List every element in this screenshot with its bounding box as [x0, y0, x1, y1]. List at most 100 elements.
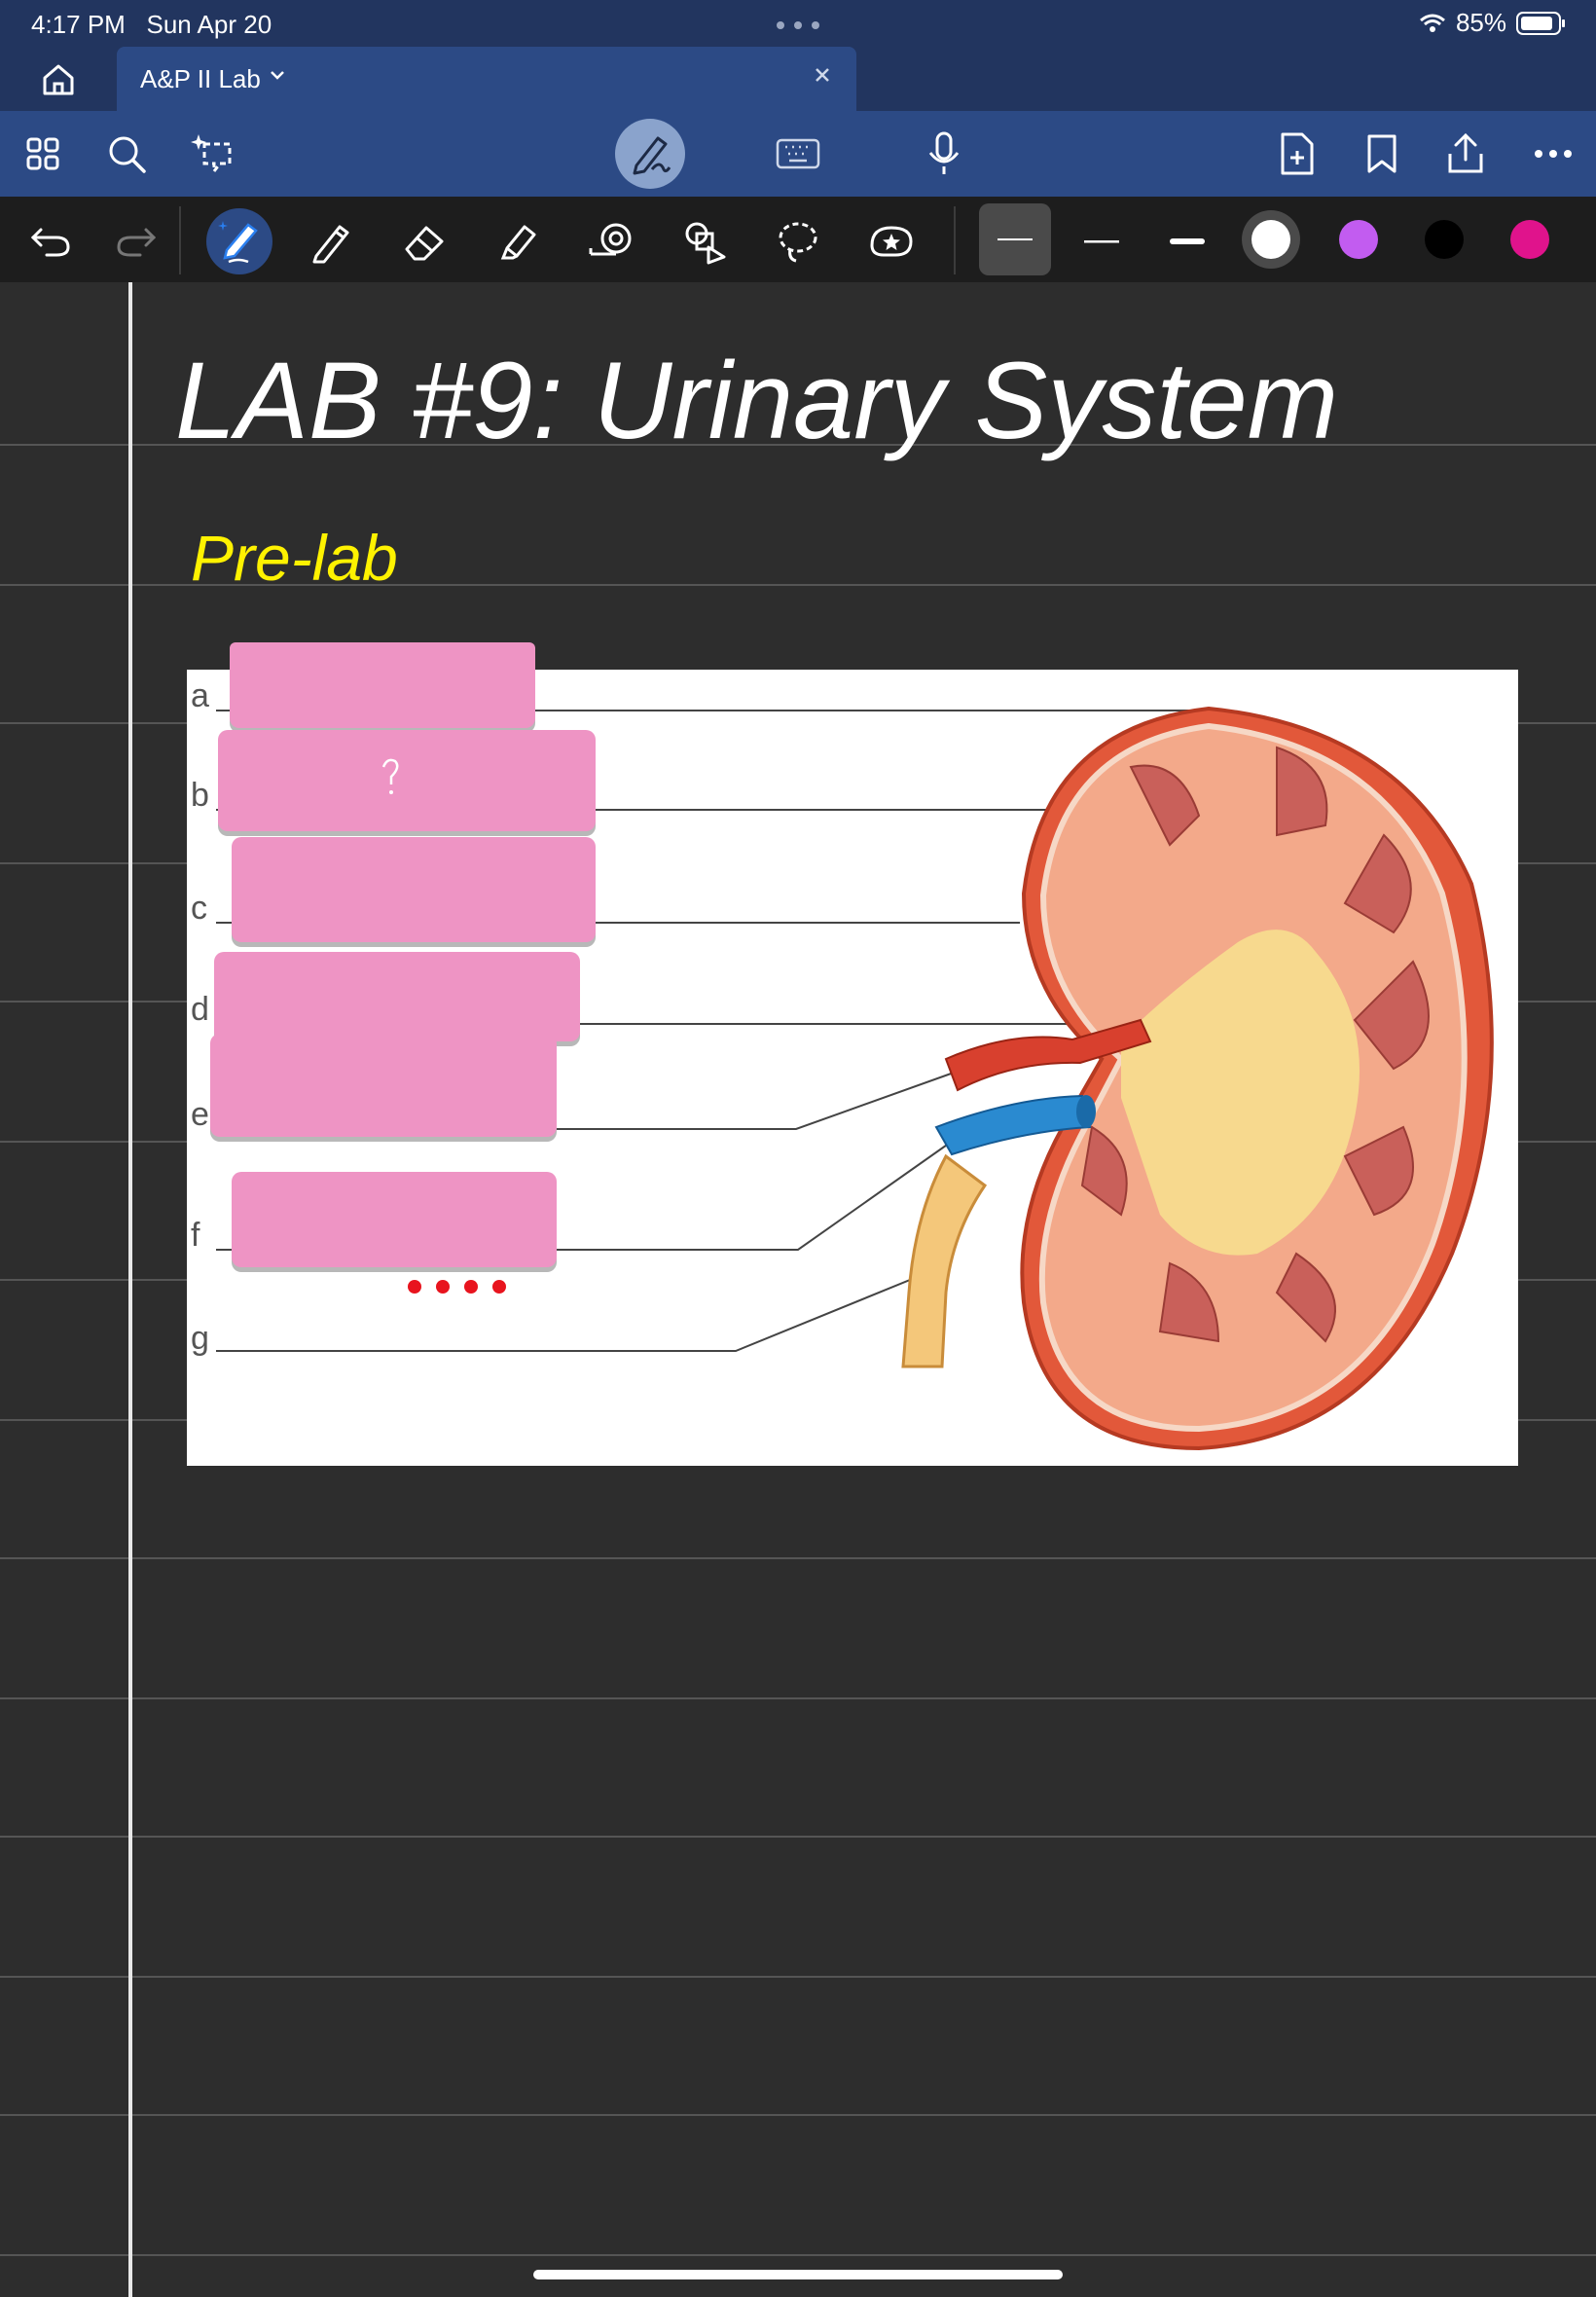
home-icon [43, 64, 74, 95]
label-cover-strip[interactable] [210, 1034, 557, 1137]
shapes-tool-button[interactable] [677, 214, 732, 269]
kidney-diagram[interactable]: a b c d e f g [187, 642, 1518, 1466]
close-icon[interactable] [812, 64, 833, 86]
ai-select-button[interactable] [191, 130, 237, 177]
more-button[interactable] [1530, 130, 1577, 177]
bookmark-icon [1367, 134, 1396, 173]
ruled-line [0, 584, 1596, 586]
renal-pelvis [1121, 930, 1360, 1256]
shapes-icon [685, 222, 726, 265]
elements-tool-button[interactable] [864, 214, 919, 269]
stroke-thin-icon [998, 238, 1033, 240]
redo-button[interactable] [109, 214, 163, 269]
drawing-toolbar [0, 197, 1596, 282]
label-a: a [191, 677, 209, 714]
home-indicator[interactable] [533, 2270, 1063, 2279]
red-dots-doodle [408, 1280, 506, 1294]
highlighter-icon [500, 225, 536, 260]
color-magenta-swatch[interactable] [1510, 220, 1549, 259]
tab-title: A&P II Lab [140, 64, 261, 93]
highlighter-tool-button[interactable] [490, 214, 545, 269]
lasso-tool-button[interactable] [771, 214, 825, 269]
stroke-medium-icon [1084, 240, 1119, 243]
microphone-icon [928, 131, 960, 174]
pencil-icon [312, 225, 349, 264]
redo-icon [117, 228, 157, 257]
bookmark-button[interactable] [1359, 130, 1405, 177]
renal-artery [944, 1018, 1152, 1092]
pencil-tool-button[interactable] [304, 214, 358, 269]
ruled-line [0, 444, 1596, 446]
svg-text:LAB #9: Urinary System: LAB #9: Urinary System [175, 340, 1338, 461]
pen-icon [218, 221, 258, 264]
tape-icon [589, 223, 632, 256]
multitasking-dots-icon[interactable] [775, 18, 821, 35]
sticker-star-icon [870, 226, 913, 257]
label-e: e [191, 1096, 209, 1133]
eraser-icon [405, 226, 444, 261]
label-cover-strip[interactable] [230, 642, 535, 728]
search-icon [109, 136, 146, 173]
label-g: g [191, 1320, 209, 1357]
pen-write-icon [633, 136, 671, 175]
undo-button[interactable] [23, 214, 78, 269]
sparkle-lasso-icon [191, 134, 232, 176]
microphone-button[interactable] [921, 130, 967, 177]
battery-percent: 85% [1455, 8, 1506, 37]
handwritten-title: LAB #9: Urinary System [175, 340, 1338, 461]
pen-tool-button[interactable] [206, 208, 272, 274]
tab-document[interactable]: A&P II Lab [117, 47, 856, 111]
stroke-medium-button[interactable] [1074, 214, 1129, 269]
label-cover-strip[interactable] [232, 1172, 557, 1267]
keyboard-button[interactable] [775, 130, 821, 177]
more-icon [1535, 150, 1572, 158]
label-f: f [191, 1217, 200, 1254]
label-cover-strip[interactable] [214, 952, 580, 1041]
stroke-thick-icon [1170, 238, 1205, 244]
ruled-line [0, 2114, 1596, 2116]
tape-tool-button[interactable] [584, 214, 638, 269]
ureter [901, 1153, 988, 1368]
status-time: 4:17 PM Sun Apr 20 [31, 10, 272, 39]
ruled-line [0, 2254, 1596, 2256]
selected-color-dot [1251, 220, 1290, 259]
stroke-thick-button[interactable] [1160, 214, 1215, 269]
wifi-icon [1419, 14, 1445, 32]
battery-icon [1516, 11, 1565, 35]
color-black-swatch[interactable] [1425, 220, 1464, 259]
status-bar: 4:17 PM Sun Apr 20 85% [0, 0, 1596, 47]
pen-mode-button[interactable] [615, 119, 685, 189]
home-button[interactable] [35, 60, 82, 99]
ruled-line [0, 1697, 1596, 1699]
status-right: 85% [1419, 8, 1567, 38]
eraser-tool-button[interactable] [397, 214, 452, 269]
search-button[interactable] [103, 130, 150, 177]
ruled-line [0, 1976, 1596, 1978]
label-cover-strip[interactable] [232, 837, 596, 942]
notebook-page[interactable]: LAB #9: Urinary System Pre-lab a b c d e… [0, 282, 1596, 2297]
handwritten-prelab: Pre-lab [191, 522, 398, 594]
share-button[interactable] [1442, 130, 1489, 177]
add-page-button[interactable] [1273, 130, 1320, 177]
undo-icon [30, 228, 70, 257]
kidney-illustration [216, 706, 1494, 1451]
app-toolbar [0, 111, 1596, 197]
color-white-swatch[interactable] [1242, 210, 1300, 269]
svg-text:Pre-lab: Pre-lab [191, 522, 398, 594]
keyboard-icon [776, 138, 820, 169]
label-cover-strip[interactable] [218, 730, 596, 831]
toolbar-divider [179, 206, 181, 274]
label-d: d [191, 991, 209, 1028]
thumbnails-button[interactable] [19, 130, 66, 177]
toolbar-divider [954, 206, 956, 274]
margin-line [128, 282, 132, 2297]
tab-bar: A&P II Lab [0, 47, 1596, 111]
color-purple-swatch[interactable] [1339, 220, 1378, 259]
grid-icon [26, 137, 59, 170]
ruled-line [0, 1836, 1596, 1838]
renal-vein [934, 1094, 1092, 1156]
stroke-thin-button[interactable] [979, 203, 1051, 275]
add-page-icon [1281, 132, 1314, 175]
chevron-down-icon[interactable] [269, 66, 286, 84]
share-icon [1448, 132, 1483, 173]
